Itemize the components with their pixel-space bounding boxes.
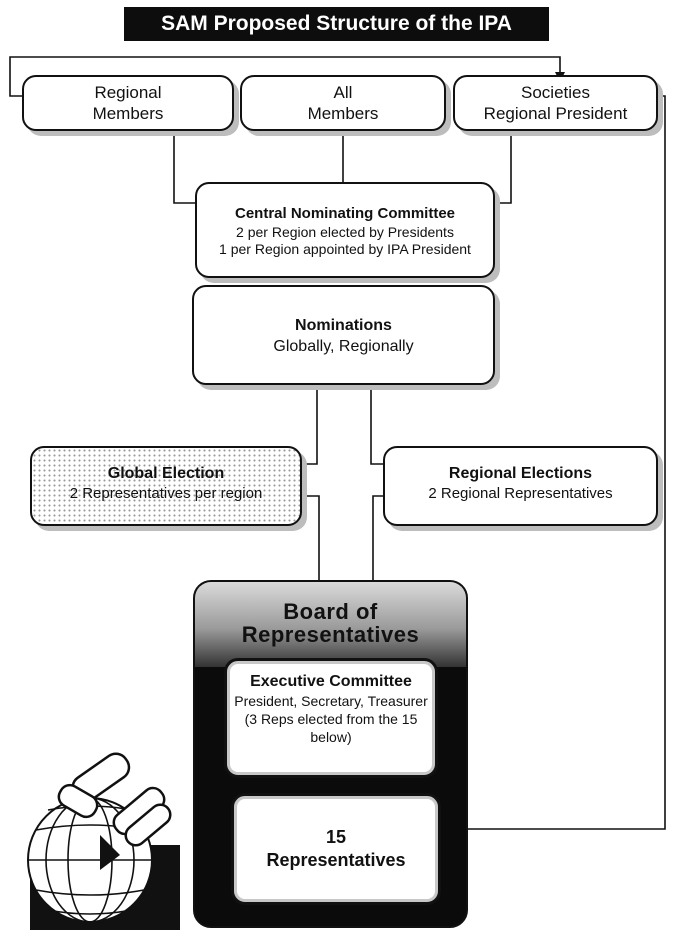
- executive-committee-line2: (3 Reps elected from the 15: [244, 711, 418, 727]
- societies-to-representatives: [443, 95, 666, 834]
- nominations-box: Nominations Globally, Regionally: [192, 285, 495, 385]
- central-nominating-committee-box: Central Nominating Committee 2 per Regio…: [195, 182, 495, 278]
- regional-members-box: Regional Members: [22, 75, 234, 131]
- fifteen-representatives-box: 15 Representatives: [231, 793, 441, 905]
- board-title: Board of Representatives: [195, 600, 466, 646]
- board-of-representatives-box: Board of Representatives Executive Commi…: [193, 580, 468, 928]
- regional-members-line2: Members: [92, 104, 164, 123]
- executive-committee-line3: below): [310, 729, 352, 745]
- executive-committee-box: Executive Committee President, Secretary…: [224, 658, 438, 778]
- central-committee-line1: 2 per Region elected by Presidents: [236, 224, 454, 240]
- regional-elections-line1: 2 Regional Representatives: [428, 485, 613, 502]
- board-title-line2: Representatives: [241, 622, 420, 647]
- executive-committee-heading: Executive Committee: [250, 673, 412, 690]
- board-title-line1: Board of: [283, 599, 378, 624]
- all-members-line1: All: [333, 83, 353, 102]
- societies-line1: Societies: [521, 83, 590, 102]
- representatives-label: Representatives: [266, 850, 406, 870]
- nominations-heading: Nominations: [295, 317, 392, 334]
- diagram-title: SAM Proposed Structure of the IPA: [124, 7, 549, 41]
- central-committee-line2: 1 per Region appointed by IPA President: [219, 241, 471, 257]
- global-election-heading: Global Election: [107, 465, 225, 482]
- board-header-shading: [195, 582, 466, 667]
- all-members-line2: Members: [307, 104, 379, 123]
- societies-line2: Regional President: [483, 104, 628, 123]
- executive-committee-line1: President, Secretary, Treasurer: [234, 693, 428, 709]
- loop-connector: [9, 56, 565, 97]
- regional-elections-box: Regional Elections 2 Regional Representa…: [383, 446, 658, 526]
- regional-elections-heading: Regional Elections: [448, 465, 593, 482]
- global-election-line1: 2 Representatives per region: [69, 485, 263, 502]
- nominations-line1: Globally, Regionally: [273, 338, 414, 355]
- central-committee-heading: Central Nominating Committee: [234, 205, 456, 222]
- regional-members-line1: Regional: [94, 83, 162, 102]
- all-members-box: All Members: [240, 75, 446, 131]
- representatives-count: 15: [325, 827, 347, 847]
- societies-box: Societies Regional President: [453, 75, 658, 131]
- global-election-box: Global Election 2 Representatives per re…: [30, 446, 302, 526]
